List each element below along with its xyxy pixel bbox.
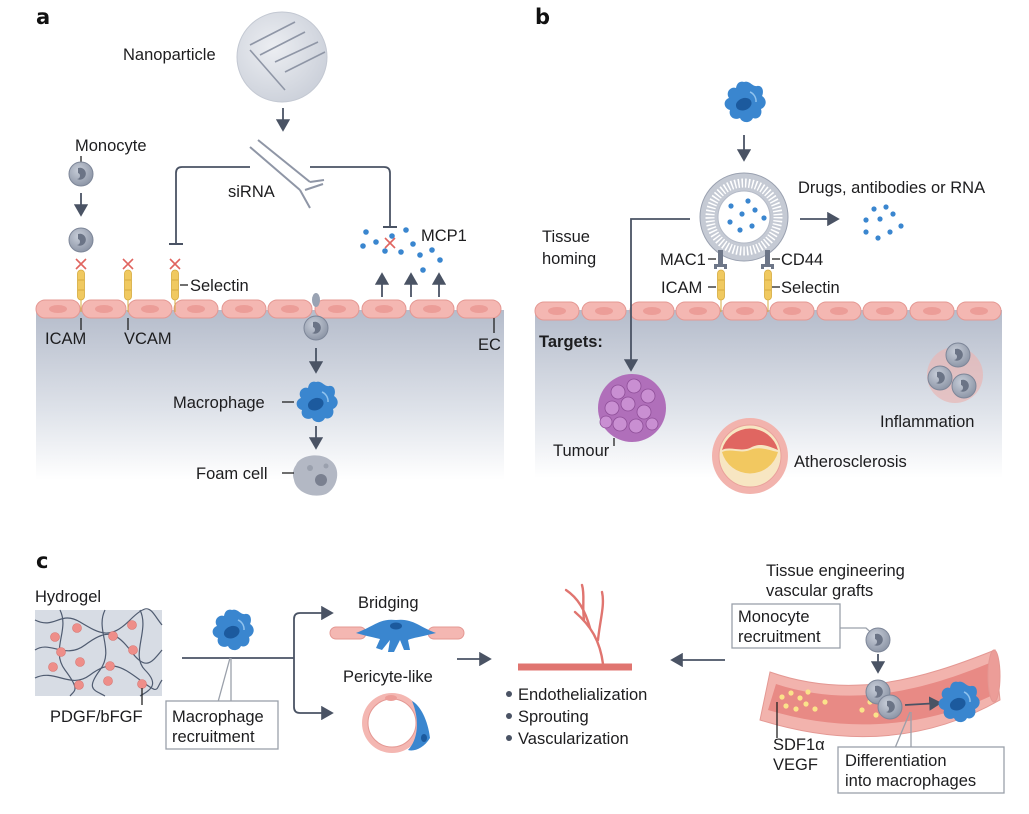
arrow-to-bridging <box>293 605 334 658</box>
label-growth-factors: PDGF/bFGF <box>50 708 143 726</box>
pericyte-like-icon <box>362 693 430 753</box>
foam-cell-icon <box>292 455 338 496</box>
cd44-receptor <box>761 250 774 269</box>
label-monocyte: Monocyte <box>75 137 147 155</box>
label-sdf1a: SDF1α <box>773 736 825 754</box>
inflammation-icon <box>927 342 983 403</box>
label-monocyte-recruitment-1: Monocyte <box>738 608 810 626</box>
sirna-icon <box>249 139 325 209</box>
label-payload: Drugs, antibodies or RNA <box>798 179 985 197</box>
label-graft-title-1: Tissue engineering <box>766 562 905 580</box>
label-macrophage-recruitment-1: Macrophage <box>172 708 264 726</box>
bridging-icon <box>329 619 465 652</box>
label-foam-cell: Foam cell <box>196 465 268 483</box>
macrophage-icon-c <box>211 608 255 651</box>
macrophage-icon-b <box>723 80 767 123</box>
label-monocyte-recruitment-2: recruitment <box>738 628 821 646</box>
panel-a-letter: a <box>36 5 50 29</box>
arrow-tissue-homing <box>623 218 690 372</box>
macrophage-vesicle-icon <box>699 172 789 262</box>
panel-c: c Hydrogel PDGF/bFGF <box>34 549 1005 794</box>
label-graft-title-2: vascular grafts <box>766 582 873 600</box>
macrophage-recruitment-box <box>165 700 279 750</box>
label-tissue-homing-2: homing <box>542 250 596 268</box>
panel-a: a Nanoparticle siRNA <box>35 5 504 496</box>
label-hydrogel: Hydrogel <box>35 588 101 606</box>
hydrogel-icon <box>34 608 163 697</box>
label-differentiation-2: into macrophages <box>845 772 976 790</box>
label-ec: EC <box>478 336 501 354</box>
tissue-layer <box>36 310 504 480</box>
label-sirna: siRNA <box>228 183 275 201</box>
label-pericyte-like: Pericyte-like <box>343 668 433 686</box>
label-tumour: Tumour <box>553 442 610 460</box>
transmigrating-monocyte-icon <box>303 315 329 341</box>
outcomes-list: Endothelialization Sprouting Vasculariza… <box>506 686 647 748</box>
label-selectin-b: Selectin <box>781 279 840 297</box>
outcome-item: Sprouting <box>518 708 589 726</box>
sirna-inhibit-left <box>175 166 250 243</box>
monocyte-icon-2 <box>68 227 94 253</box>
label-tissue-homing-1: Tissue <box>542 228 590 246</box>
label-vegf: VEGF <box>773 756 818 774</box>
label-bridging: Bridging <box>358 594 419 612</box>
mac1-receptor <box>714 250 727 269</box>
mcp1-dots <box>360 227 443 273</box>
outcome-item: Vascularization <box>518 730 629 748</box>
label-macrophage: Macrophage <box>173 394 265 412</box>
differentiation-box <box>837 746 1005 794</box>
tumour-icon <box>598 374 666 442</box>
outcome-item: Endothelialization <box>518 686 647 704</box>
label-inflammation: Inflammation <box>880 413 974 431</box>
label-differentiation-1: Differentiation <box>845 752 947 770</box>
monocyte-recruitment-box <box>731 603 841 649</box>
mcp1-inhibit-x <box>384 237 396 249</box>
monocyte-icon-graft <box>865 627 891 653</box>
panel-c-letter: c <box>36 549 48 573</box>
arrow-to-pericyte <box>293 658 334 721</box>
label-macrophage-recruitment-2: recruitment <box>172 728 255 746</box>
label-mcp1: MCP1 <box>421 227 467 245</box>
sirna-inhibit-right <box>310 166 391 226</box>
vascular-graft-icon <box>759 649 1001 738</box>
vessel-sprout-icon <box>518 583 632 671</box>
label-nanoparticle: Nanoparticle <box>123 46 216 64</box>
label-icam-b: ICAM <box>661 279 702 297</box>
label-cd44: CD44 <box>781 251 823 269</box>
nanoparticle-icon <box>236 11 328 103</box>
monocyte-icon <box>68 161 94 187</box>
label-targets: Targets: <box>539 333 603 351</box>
label-atherosclerosis: Atherosclerosis <box>794 453 907 471</box>
panel-b-letter: b <box>535 5 550 29</box>
payload-dots <box>863 204 904 241</box>
panel-b: b Drugs, antibodies or RNA <box>534 5 1002 494</box>
label-icam: ICAM <box>45 330 86 348</box>
label-vcam: VCAM <box>124 330 172 348</box>
label-mac1: MAC1 <box>660 251 706 269</box>
atherosclerosis-icon <box>712 418 788 494</box>
label-selectin: Selectin <box>190 277 249 295</box>
